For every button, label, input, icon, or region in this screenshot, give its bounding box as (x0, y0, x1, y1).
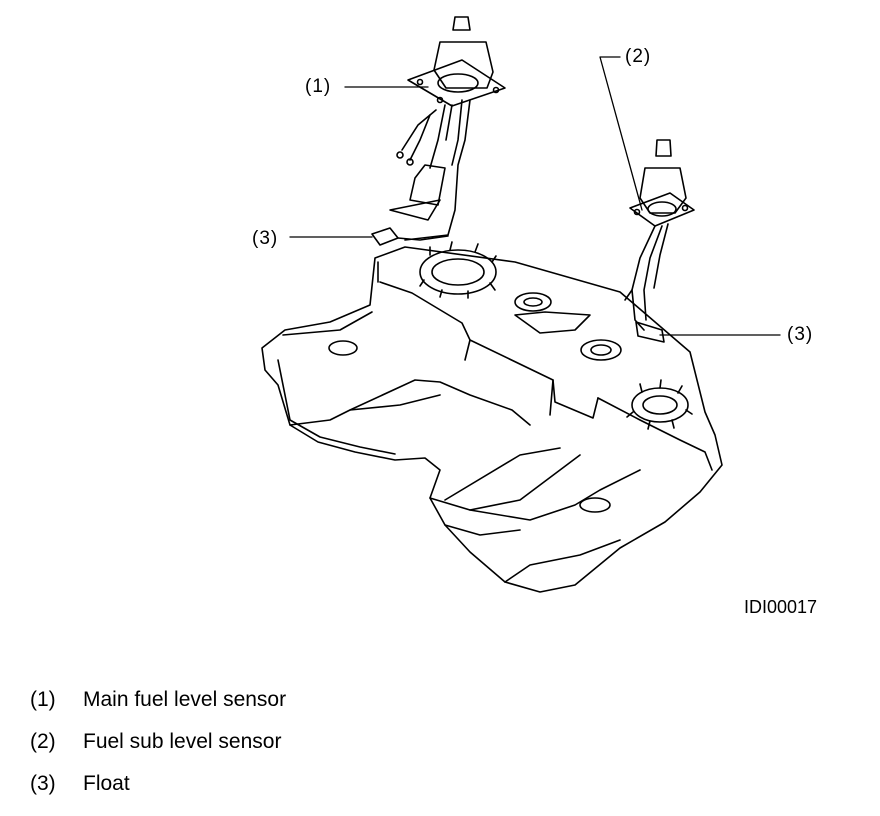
main-fuel-level-sensor-drawing (371, 16, 506, 246)
fuel-tank-drawing (261, 241, 723, 593)
callout-main-fuel-level-sensor: (1) (305, 76, 332, 97)
callout-float-right: (3) (787, 324, 814, 345)
legend-text: Float (83, 772, 130, 795)
legend: (1) Main fuel level sensor (2) Fuel sub … (30, 688, 286, 814)
legend-number: (2) (30, 730, 56, 753)
fuel-tank-diagram: (1) (2) (3) (3) IDI00017 (252, 16, 818, 617)
figure-id: IDI00017 (744, 597, 818, 617)
callout-float-left: (3) (252, 228, 279, 249)
callout-leader-lines (289, 56, 781, 336)
legend-item: (2) Fuel sub level sensor (30, 730, 286, 772)
callout-fuel-sub-level-sensor: (2) (625, 46, 652, 67)
legend-item: (3) Float (30, 772, 286, 814)
fuel-sub-level-sensor-drawing (624, 139, 695, 343)
legend-number: (1) (30, 688, 56, 711)
legend-item: (1) Main fuel level sensor (30, 688, 286, 730)
legend-text: Fuel sub level sensor (83, 730, 282, 753)
legend-number: (3) (30, 772, 56, 795)
legend-text: Main fuel level sensor (83, 688, 287, 711)
